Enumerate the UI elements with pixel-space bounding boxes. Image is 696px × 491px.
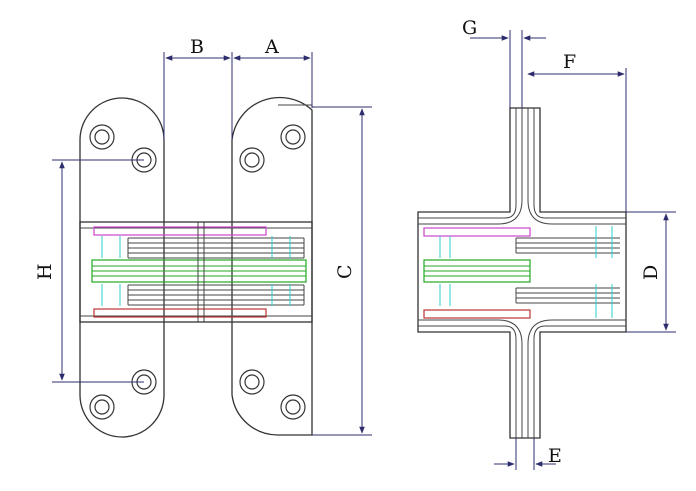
label-b: B [190,36,204,58]
upper-plates [127,237,305,259]
mechanism-body [79,221,313,323]
red-arm [93,308,267,318]
label-h: H [34,263,56,280]
magenta-arm [93,226,267,236]
screw-icon [89,394,115,420]
right-leaf [231,96,313,436]
label-d: D [640,265,662,280]
label-e: E [548,445,562,467]
label-g: G [462,17,477,39]
label-f: F [563,51,576,73]
side-dimensions [470,30,676,470]
screw-icon [89,124,115,150]
side-profile [417,107,627,439]
screw-icon [280,124,306,150]
screw-icon [239,147,265,173]
front-view [79,96,313,438]
cyan-pins [101,236,291,306]
label-c: C [334,264,356,279]
left-leaf [79,97,165,438]
side-view [417,107,627,439]
lower-plates [127,284,305,306]
front-dimensions [52,52,372,436]
label-a: A [264,36,279,58]
screw-icon [280,394,306,420]
screw-icon [239,369,265,395]
